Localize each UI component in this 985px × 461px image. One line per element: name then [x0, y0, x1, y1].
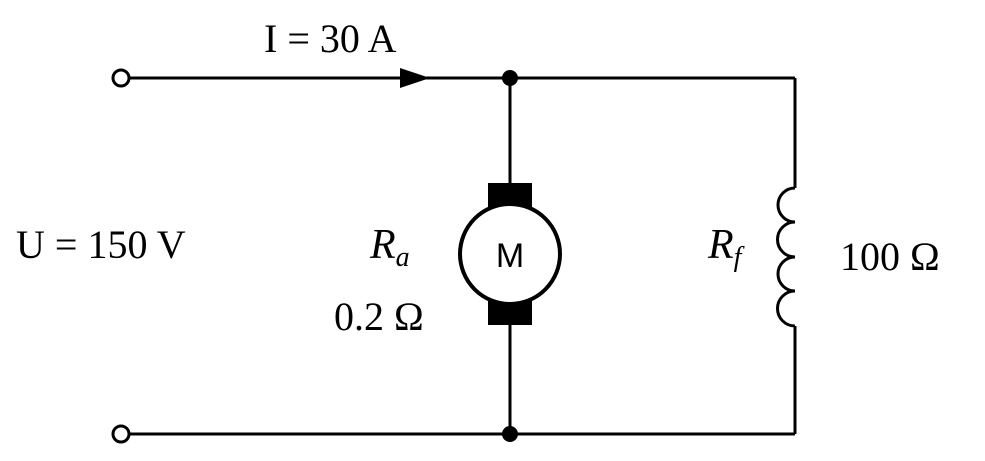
- top-junction-dot: [502, 70, 518, 86]
- bottom-terminal: [111, 424, 131, 444]
- armature-resistance-value: 0.2 Ω: [334, 294, 424, 339]
- field-resistance-value: 100 Ω: [840, 234, 940, 279]
- bottom-junction-dot: [502, 426, 518, 442]
- voltage-label: U = 150 V: [16, 222, 186, 267]
- current-arrow-icon: [400, 68, 430, 88]
- field-inductor-coil: [776, 186, 796, 328]
- top-terminal: [111, 68, 131, 88]
- motor-symbol: [458, 202, 562, 306]
- motor-letter: M: [496, 237, 524, 275]
- field-resistance-symbol: Rf: [707, 222, 745, 273]
- armature-resistance-symbol: Ra: [369, 222, 410, 273]
- current-label: I = 30 A: [264, 16, 397, 61]
